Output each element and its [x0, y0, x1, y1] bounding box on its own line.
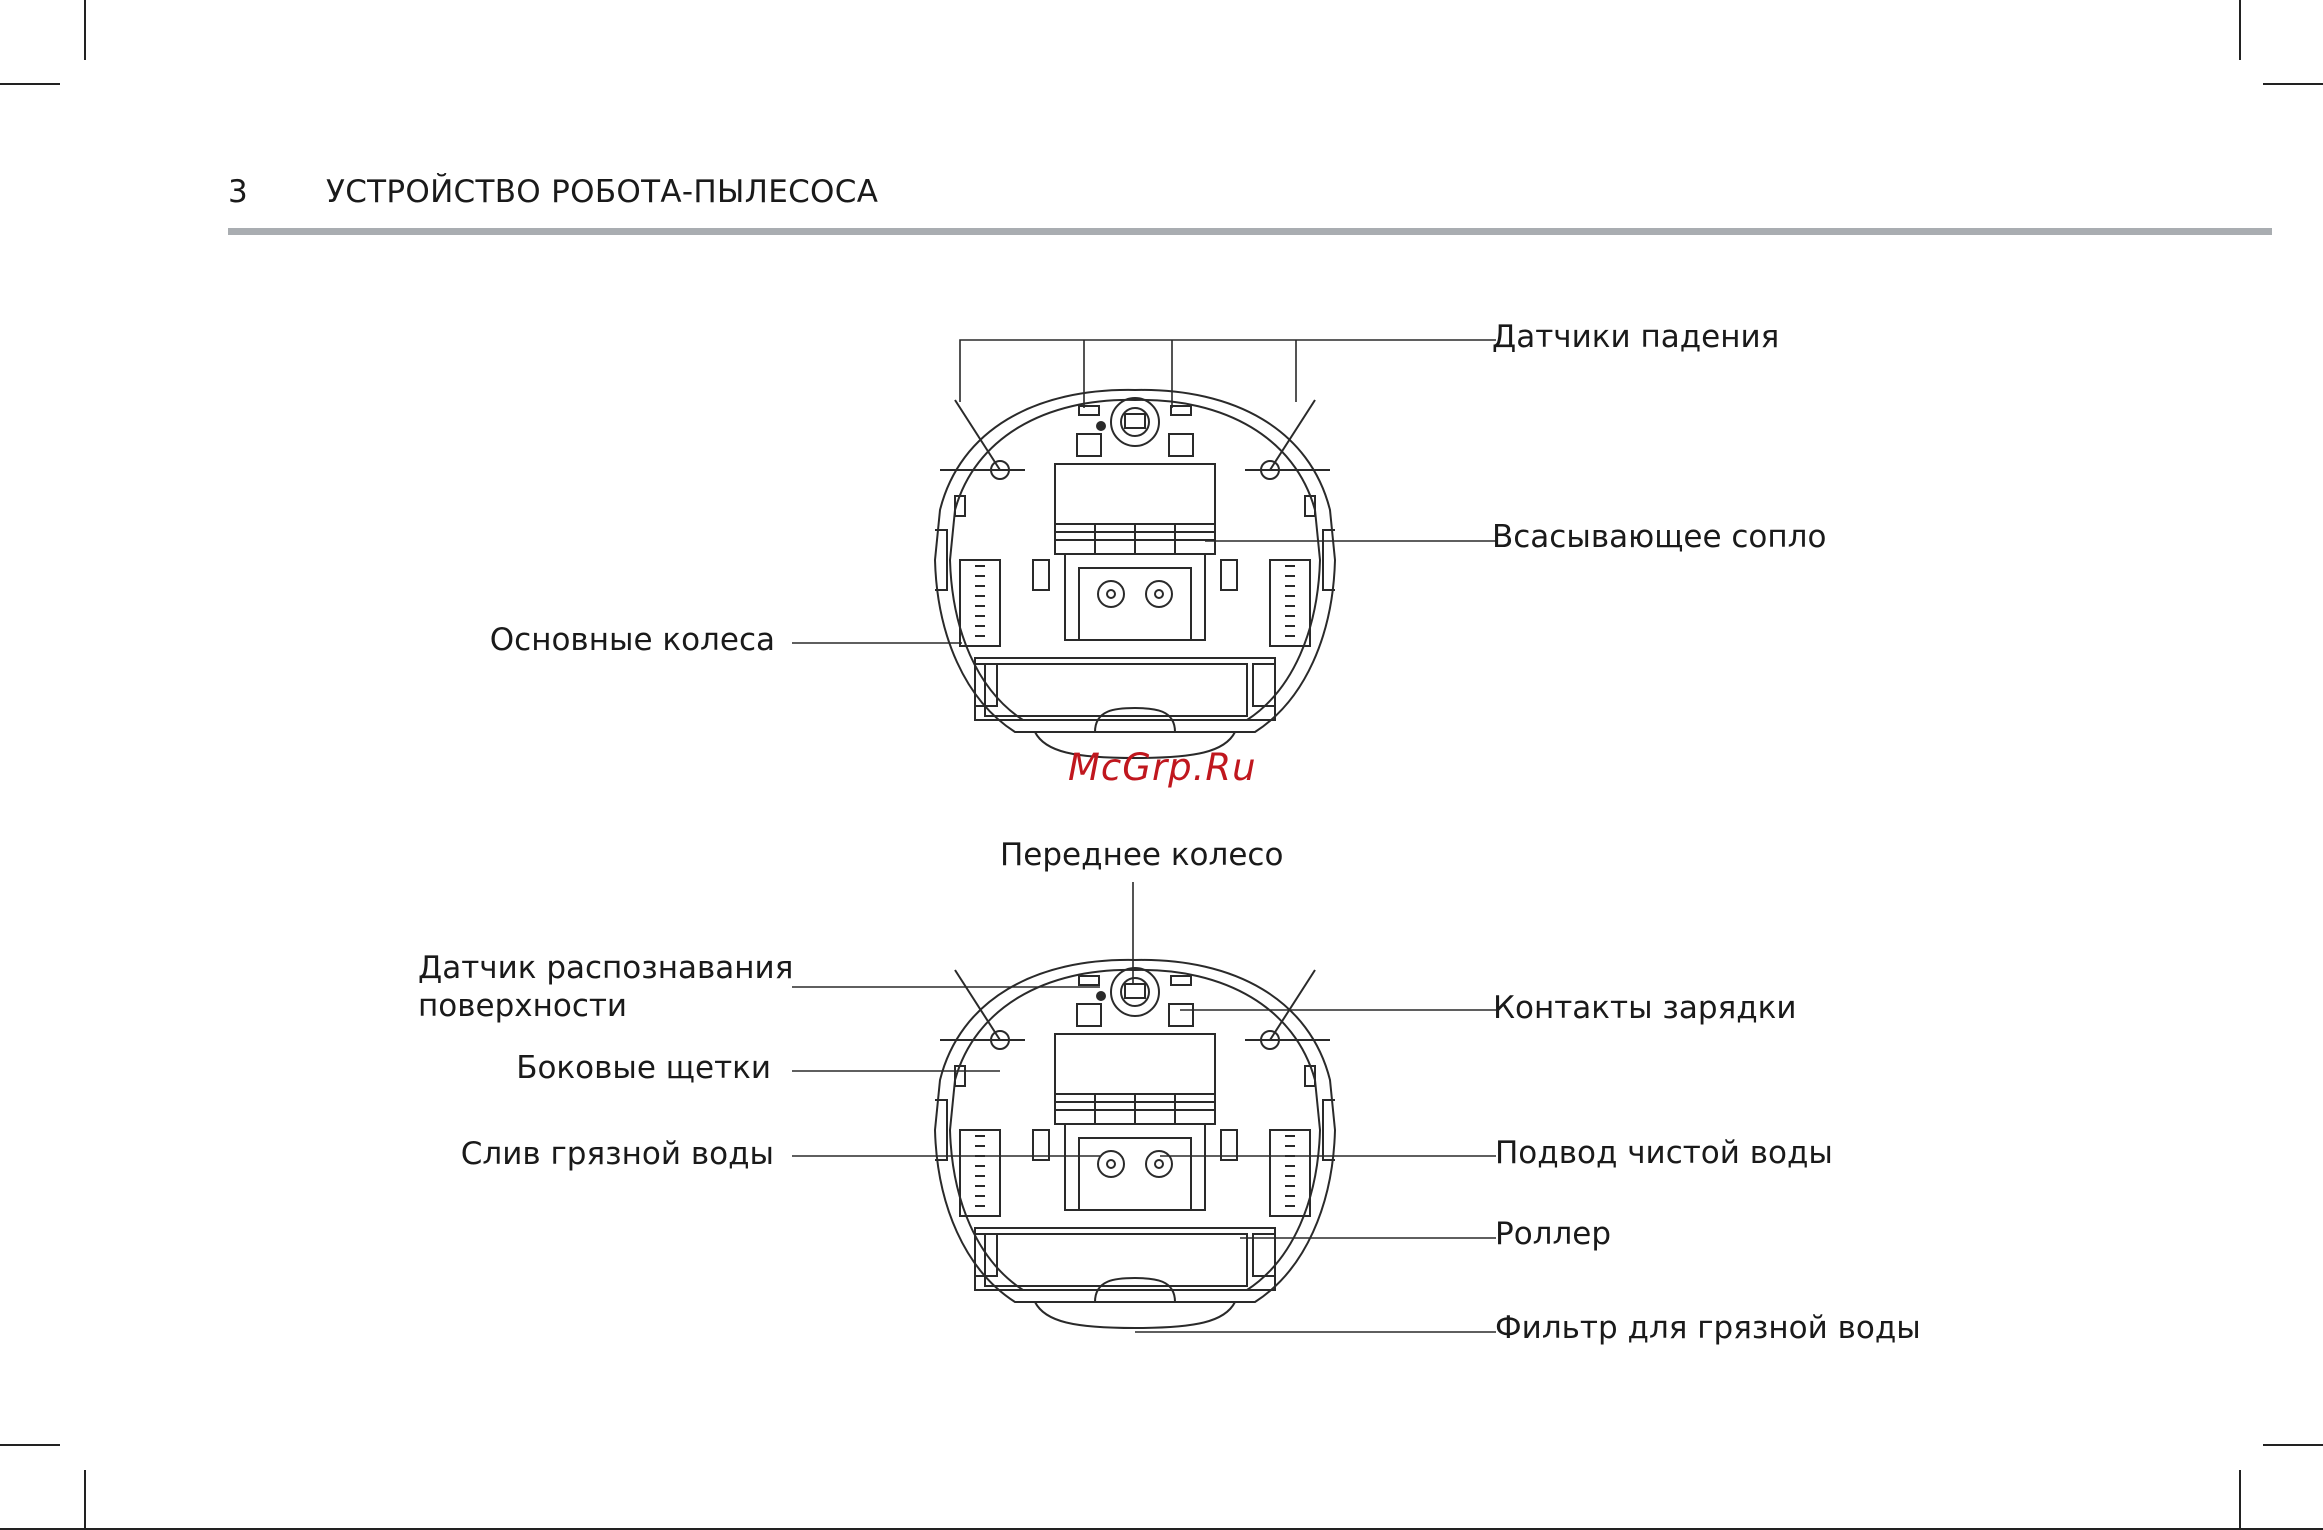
- label-dirty-water-drain: Слив грязной воды: [461, 1135, 774, 1173]
- label-roller: Роллер: [1495, 1215, 1611, 1253]
- label-surface-sensor: Датчик распознавания поверхности: [418, 949, 793, 1025]
- label-clean-water-inlet: Подвод чистой воды: [1495, 1134, 1833, 1172]
- watermark: McGrp.Ru: [1068, 746, 1257, 789]
- label-dirty-water-filter: Фильтр для грязной воды: [1495, 1309, 1921, 1347]
- label-side-brushes: Боковые щетки: [516, 1049, 771, 1087]
- label-cliff-sensors: Датчики падения: [1492, 318, 1779, 356]
- label-main-wheels: Основные колеса: [490, 621, 775, 659]
- label-suction-nozzle: Всасывающее сопло: [1492, 518, 1826, 556]
- label-surface-sensor-line1: Датчик распознавания: [418, 949, 793, 987]
- label-charging-contacts: Контакты зарядки: [1493, 989, 1797, 1027]
- label-front-wheel: Переднее колесо: [1000, 836, 1283, 874]
- label-surface-sensor-line2: поверхности: [418, 987, 793, 1025]
